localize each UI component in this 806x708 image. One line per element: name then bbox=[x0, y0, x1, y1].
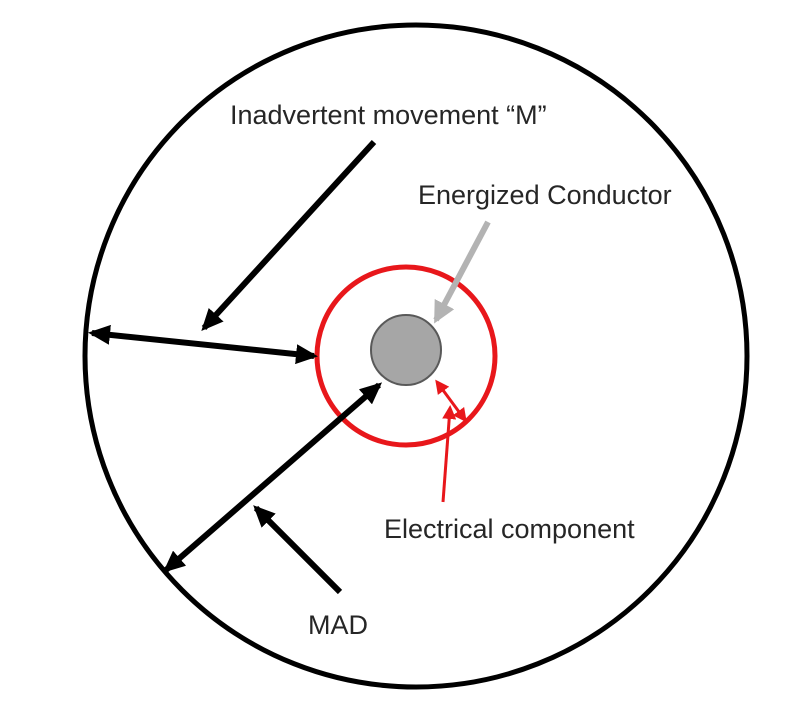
outer-boundary-circle bbox=[82, 22, 750, 690]
component-pointer-arrow bbox=[441, 405, 457, 503]
mad-pointer-arrow bbox=[253, 505, 343, 595]
energized-conductor-label: Energized Conductor bbox=[418, 180, 672, 210]
electrical-component-label: Electrical component bbox=[384, 514, 635, 544]
component-gap-double-arrow bbox=[435, 379, 467, 423]
inadvertent-movement-label: Inadvertent movement “M” bbox=[230, 100, 547, 130]
conductor-pointer-arrow bbox=[433, 220, 491, 324]
energized-conductor-circle bbox=[370, 314, 442, 386]
movement-pointer-arrow bbox=[201, 139, 377, 331]
movement-distance-double-arrow bbox=[88, 324, 318, 365]
mad-distance-double-arrow bbox=[162, 382, 383, 573]
mad-label: MAD bbox=[308, 610, 368, 640]
